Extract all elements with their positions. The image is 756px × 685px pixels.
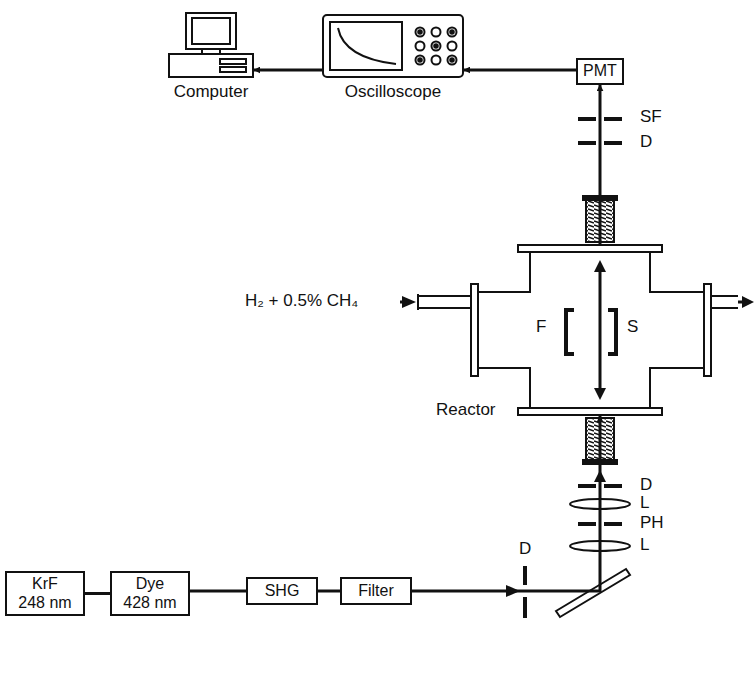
process-box: SHG (246, 577, 318, 605)
box-label: KrF 248 nm (17, 575, 72, 612)
inlet-arrowhead (402, 296, 416, 308)
connector-line (190, 590, 246, 593)
connector-line (318, 590, 340, 593)
filter-label: SF (640, 108, 662, 127)
gas-label: H₂ + 0.5% CH₄ (245, 292, 358, 311)
gas-inlet (400, 294, 470, 310)
connector-line (412, 416, 600, 591)
node-caption: Reactor (436, 400, 496, 420)
computer-icon: Computer (168, 12, 254, 78)
connector-line (464, 69, 576, 72)
scope-outline (322, 14, 464, 78)
box-label: Dye 428 nm (122, 575, 177, 612)
outlet-arrowhead (742, 296, 754, 308)
node-caption: Oscilloscope (345, 82, 441, 102)
reactor-outline (470, 244, 712, 416)
reactor-chamber: Reactor (470, 244, 712, 416)
node-caption: Computer (174, 82, 249, 102)
oscilloscope-icon: Oscilloscope (322, 14, 464, 78)
electrode-label: S (627, 318, 638, 337)
electrode-label: F (536, 318, 546, 337)
connector-line (85, 592, 110, 595)
beam-arrowheads (506, 470, 606, 597)
detector-box: PMT (576, 58, 624, 85)
gas-outlet (712, 296, 744, 308)
connector-line (254, 69, 322, 72)
diaphragm-label: D (640, 133, 652, 152)
box-label: PMT (583, 62, 617, 80)
pinhole-label: PH (640, 514, 664, 533)
laser-box: KrF 248 nm (5, 571, 85, 616)
box-label: SHG (265, 582, 300, 600)
filter-box: Filter (340, 577, 412, 605)
diaphragm-label: D (640, 476, 652, 495)
diaphragm-label: D (519, 540, 531, 559)
box-label: Filter (358, 582, 394, 600)
laser-box: Dye 428 nm (110, 571, 190, 616)
lens-label: L (640, 536, 649, 555)
connector-line (599, 85, 602, 244)
computer-outline (168, 12, 254, 78)
mirror (556, 569, 630, 617)
lens-label: L (640, 494, 649, 513)
